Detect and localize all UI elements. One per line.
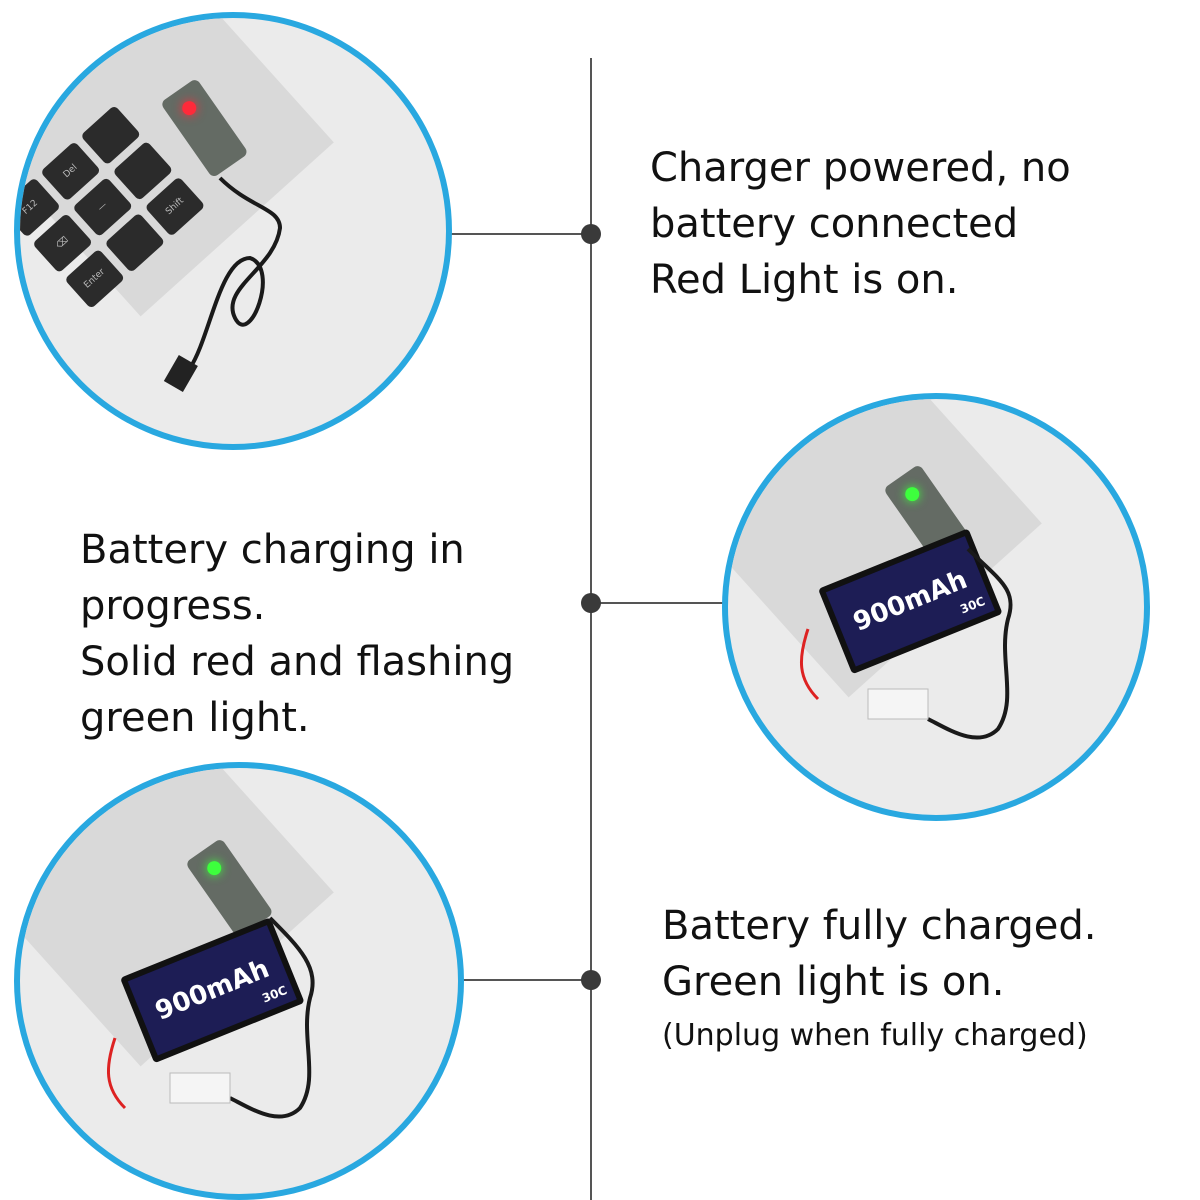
timeline-dot-2 bbox=[581, 593, 601, 613]
step-3-caption: Battery fully charged. Green light is on… bbox=[662, 898, 1097, 1062]
caption-line: Green light is on. bbox=[662, 959, 1005, 1005]
step-1-photo: F12 Del ⌫ — Enter Shift bbox=[14, 12, 452, 450]
connector-line-2 bbox=[591, 602, 726, 604]
connector-line-3 bbox=[462, 979, 591, 981]
timeline-dot-3 bbox=[581, 970, 601, 990]
caption-line: green light. bbox=[80, 695, 310, 741]
step-3-photo: 900mAh 30C bbox=[14, 762, 464, 1200]
caption-line: Battery charging in bbox=[80, 527, 465, 573]
caption-line: Charger powered, no bbox=[650, 145, 1071, 191]
timeline-dot-1 bbox=[581, 224, 601, 244]
caption-line: Solid red and flashing bbox=[80, 639, 515, 685]
step-2-photo: 900mAh 30C bbox=[722, 393, 1150, 821]
timeline-line bbox=[590, 58, 592, 1200]
caption-note: (Unplug when fully charged) bbox=[662, 1018, 1088, 1053]
caption-line: Red Light is on. bbox=[650, 257, 959, 303]
caption-line: progress. bbox=[80, 583, 266, 629]
step-1-caption: Charger powered, no battery connected Re… bbox=[650, 140, 1071, 308]
cable bbox=[799, 547, 1013, 740]
connector-line-1 bbox=[445, 233, 591, 235]
cable bbox=[106, 916, 315, 1119]
caption-line: Battery fully charged. bbox=[662, 903, 1097, 949]
cable bbox=[163, 176, 283, 392]
caption-line: battery connected bbox=[650, 201, 1019, 247]
step-2-caption: Battery charging in progress. Solid red … bbox=[80, 522, 514, 746]
